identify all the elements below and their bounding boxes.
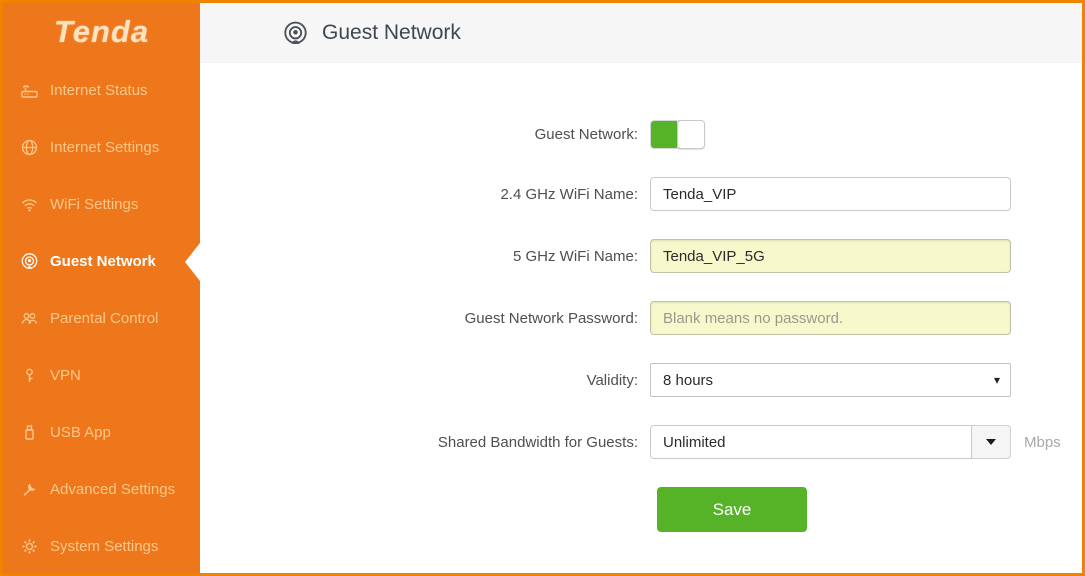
validity-label: Validity:	[586, 371, 638, 389]
sidebar: Tenda Internet Status	[3, 3, 200, 573]
vpn-key-icon	[20, 366, 39, 385]
sidebar-item-label: Parental Control	[50, 310, 159, 327]
password-input[interactable]	[650, 301, 1011, 335]
toggle-on-segment	[651, 121, 678, 148]
sidebar-item-label: Guest Network	[50, 253, 156, 270]
sidebar-item-usb-app[interactable]: USB App	[3, 404, 200, 461]
sidebar-item-internet-settings[interactable]: Internet Settings	[3, 119, 200, 176]
sidebar-item-internet-status[interactable]: Internet Status	[3, 62, 200, 119]
globe-icon	[20, 138, 39, 157]
guest-network-toggle[interactable]	[650, 120, 705, 149]
guest-network-label: Guest Network:	[534, 126, 638, 143]
sidebar-item-label: USB App	[50, 424, 111, 441]
sidebar-item-label: VPN	[50, 367, 81, 384]
sidebar-item-label: WiFi Settings	[50, 196, 139, 213]
wifi-name-5-input[interactable]	[650, 239, 1011, 273]
sidebar-item-vpn[interactable]: VPN	[3, 347, 200, 404]
sidebar-item-advanced-settings[interactable]: Advanced Settings	[3, 461, 200, 518]
save-button[interactable]: Save	[657, 487, 807, 532]
row-bandwidth: Shared Bandwidth for Guests: Mbps	[200, 425, 1082, 459]
guest-network-icon	[20, 252, 39, 271]
sidebar-item-label: System Settings	[50, 538, 159, 555]
row-password: Guest Network Password:	[200, 301, 1082, 335]
row-save: Save	[200, 487, 1082, 532]
guest-network-form: Guest Network: 2.4 GHz WiFi Name: 5 GHz …	[200, 63, 1082, 532]
usb-icon	[20, 423, 39, 442]
row-wifi-name-24: 2.4 GHz WiFi Name:	[200, 177, 1082, 211]
sidebar-item-label: Internet Status	[50, 82, 148, 99]
sidebar-item-guest-network[interactable]: Guest Network	[3, 233, 200, 290]
validity-select[interactable]: 8 hours	[650, 363, 1011, 397]
bandwidth-input[interactable]	[650, 425, 972, 459]
row-validity: Validity: 8 hours ▾	[200, 363, 1082, 397]
active-item-arrow	[185, 242, 200, 281]
parental-icon	[20, 309, 39, 328]
sidebar-item-system-settings[interactable]: System Settings	[3, 518, 200, 575]
bandwidth-unit: Mbps	[1024, 433, 1061, 451]
row-guest-network: Guest Network:	[200, 120, 1082, 149]
wrench-icon	[20, 480, 39, 499]
gear-icon	[20, 537, 39, 556]
page-title: Guest Network	[322, 21, 461, 44]
chevron-down-icon	[986, 439, 996, 445]
guest-network-icon	[282, 20, 309, 47]
sidebar-item-label: Advanced Settings	[50, 481, 176, 498]
page-header: Guest Network	[200, 3, 1082, 63]
wifi-name-5-label: 5 GHz WiFi Name:	[512, 247, 638, 265]
bandwidth-combobox	[650, 425, 1011, 459]
bandwidth-label: Shared Bandwidth for Guests:	[437, 433, 638, 451]
sidebar-item-label: Internet Settings	[50, 139, 160, 156]
wifi-icon	[20, 195, 39, 214]
sidebar-menu: Internet Status Internet Settings	[3, 62, 200, 575]
tenda-logo: Tenda	[53, 14, 150, 49]
sidebar-item-wifi-settings[interactable]: WiFi Settings	[3, 176, 200, 233]
password-label: Guest Network Password:	[464, 309, 638, 327]
router-icon	[20, 81, 39, 100]
wifi-name-24-input[interactable]	[650, 177, 1011, 211]
sidebar-item-parental-control[interactable]: Parental Control	[3, 290, 200, 347]
wifi-name-24-label: 2.4 GHz WiFi Name:	[500, 185, 638, 203]
main-content: Guest Network Guest Network: 2.4 GHz WiF…	[200, 3, 1082, 573]
toggle-knob	[677, 120, 705, 149]
row-wifi-name-5: 5 GHz WiFi Name:	[200, 239, 1082, 273]
bandwidth-dropdown-button[interactable]	[972, 425, 1011, 459]
